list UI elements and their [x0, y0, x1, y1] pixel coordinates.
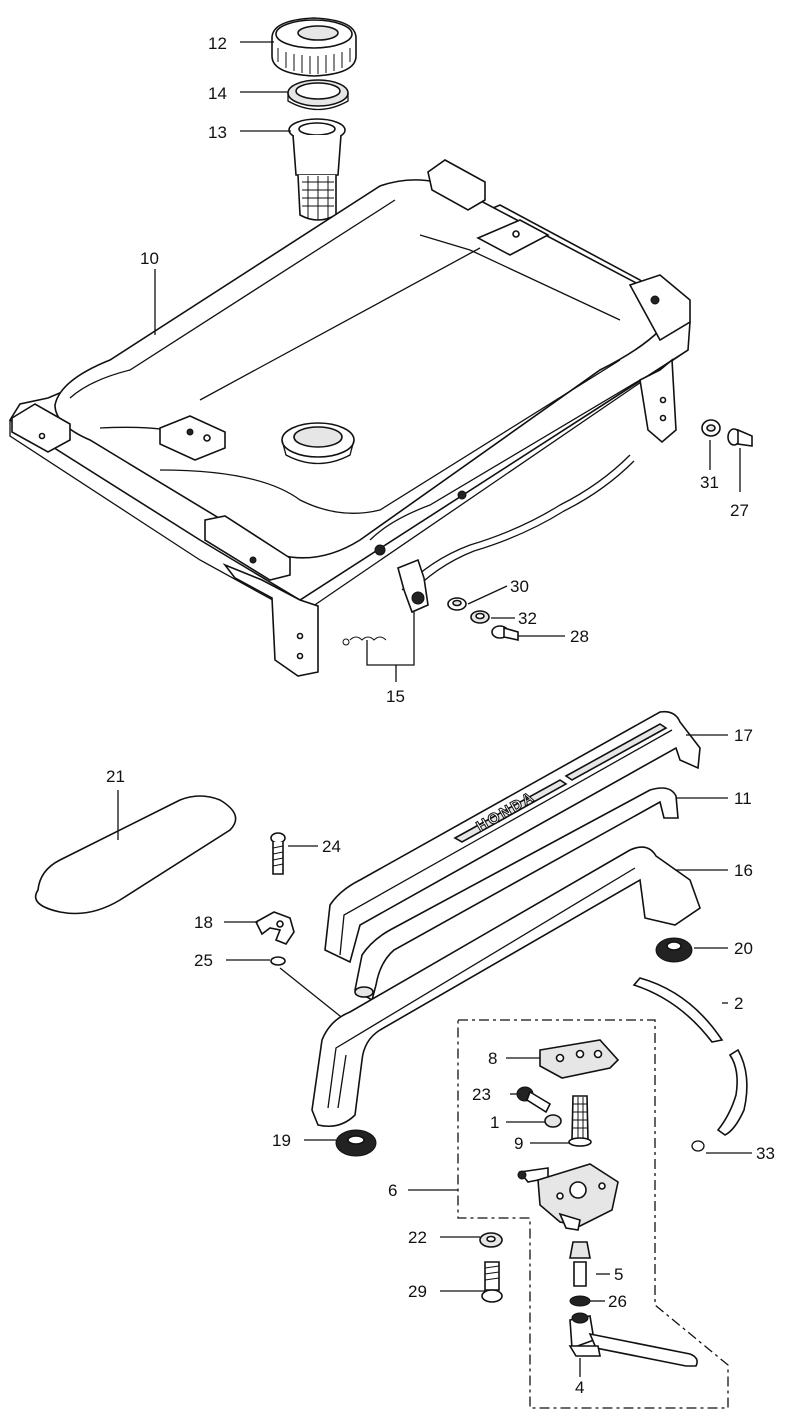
- bolt-29: [481, 1261, 503, 1303]
- label-13: 13: [208, 123, 227, 142]
- leader-lines: [117, 41, 752, 1377]
- valve-body-6: [517, 1163, 619, 1231]
- label-18: 18: [194, 913, 213, 932]
- handle-rail-11: [354, 787, 679, 1002]
- fuel-cap: [271, 17, 357, 77]
- screw-24: [270, 832, 286, 875]
- label-8: 8: [488, 1049, 497, 1068]
- hose-clip-33: [691, 1140, 705, 1152]
- label-22: 22: [408, 1228, 427, 1247]
- washer-31: [701, 419, 721, 437]
- screw-23: [516, 1086, 552, 1114]
- fuel-strainer: [288, 118, 346, 221]
- o-ring-26: [569, 1295, 591, 1307]
- washer-22: [479, 1232, 503, 1248]
- label-15: 15: [386, 687, 405, 706]
- fuel-valve-assembly-outline: [457, 1019, 729, 1409]
- ring-25: [270, 956, 286, 966]
- clip-18: [254, 911, 295, 945]
- label-11: 11: [734, 789, 752, 808]
- part-labels: 12 14 13 10 31 27 30 32 28 15 21 24 18 2…: [106, 34, 775, 1397]
- bolt-27: [727, 428, 753, 447]
- label-12: 12: [208, 34, 227, 53]
- washer-1: [544, 1114, 562, 1128]
- label-17: 17: [734, 726, 753, 745]
- label-5: 5: [614, 1265, 623, 1284]
- handle-16: [311, 846, 701, 1128]
- label-21: 21: [106, 767, 125, 786]
- fuel-filter-9: [568, 1095, 592, 1147]
- valve-spring-5: [569, 1241, 591, 1287]
- label-24: 24: [322, 837, 341, 856]
- label-19: 19: [272, 1131, 291, 1150]
- label-2: 2: [734, 994, 743, 1013]
- label-4: 4: [575, 1378, 584, 1397]
- label-1: 1: [490, 1113, 499, 1132]
- fuel-line: [401, 454, 631, 591]
- valve-cover-8: [539, 1039, 620, 1079]
- label-20: 20: [734, 939, 753, 958]
- label-10: 10: [140, 249, 159, 268]
- seat-pad: [34, 795, 237, 915]
- label-33: 33: [756, 1144, 775, 1163]
- choke-lever: [342, 558, 429, 646]
- label-16: 16: [734, 861, 753, 880]
- label-14: 14: [208, 84, 227, 103]
- washer-30: [447, 597, 467, 611]
- nut-32: [470, 610, 490, 624]
- bolt-28: [491, 625, 519, 641]
- label-23: 23: [472, 1085, 491, 1104]
- label-28: 28: [570, 627, 589, 646]
- fuel-hose-2: [632, 977, 748, 1136]
- grommet-20: [655, 937, 693, 963]
- label-27: 27: [730, 501, 749, 520]
- valve-lever-4: [568, 1312, 698, 1367]
- fuel-tank: [8, 159, 691, 677]
- label-32: 32: [518, 609, 537, 628]
- label-9: 9: [514, 1134, 523, 1153]
- label-31: 31: [700, 473, 719, 492]
- label-30: 30: [510, 577, 529, 596]
- label-26: 26: [608, 1292, 627, 1311]
- label-25: 25: [194, 951, 213, 970]
- label-6: 6: [388, 1181, 397, 1200]
- label-29: 29: [408, 1282, 427, 1301]
- grommet-19: [335, 1129, 377, 1157]
- cap-gasket: [287, 79, 349, 111]
